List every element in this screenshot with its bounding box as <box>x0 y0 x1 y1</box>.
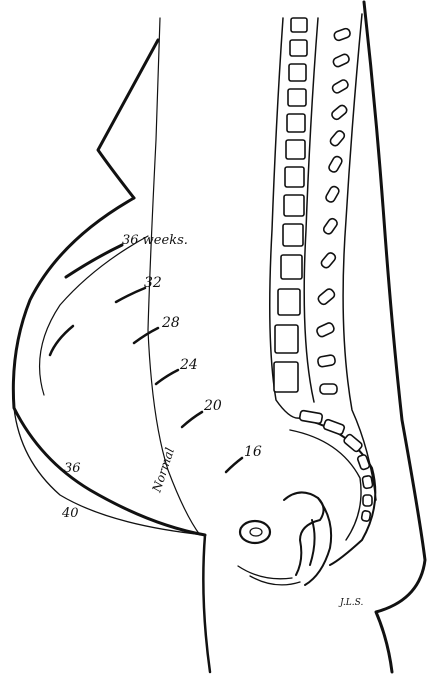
perineum-line <box>250 576 300 585</box>
sacral-1 <box>299 410 322 424</box>
process-6 <box>328 155 344 173</box>
vertebra-4 <box>288 89 306 106</box>
sacral-2 <box>323 419 345 435</box>
vertebra-5 <box>287 114 305 132</box>
process-9 <box>320 251 337 269</box>
sacral-7 <box>361 510 371 521</box>
process-12 <box>317 355 335 368</box>
process-7 <box>325 185 341 203</box>
process-1 <box>333 28 351 42</box>
vertebra-6 <box>286 140 305 159</box>
symphysis-pubis <box>240 521 270 543</box>
abdomen-outline-36-weeks <box>13 198 205 535</box>
label-28: 28 <box>161 315 180 331</box>
process-10 <box>317 287 336 306</box>
fundus-mark-28 <box>50 326 73 355</box>
fundus-mark-20 <box>182 412 202 427</box>
process-11 <box>316 322 336 338</box>
sacral-3 <box>343 433 363 452</box>
vertebra-8 <box>284 195 304 216</box>
label-lower-40: 40 <box>61 506 79 521</box>
label-36-weeks: 36 weeks. <box>122 233 188 248</box>
back-outline <box>364 2 425 672</box>
pelvic-floor <box>238 566 292 579</box>
vertebra-2 <box>290 40 307 56</box>
pubic-contour <box>203 535 210 672</box>
abdomen-outline-40-weeks <box>14 408 205 535</box>
process-13 <box>320 384 337 394</box>
process-2 <box>332 53 350 68</box>
vertebra-13 <box>274 362 298 392</box>
vertebra-10 <box>281 255 302 279</box>
uterus-outline <box>305 498 331 585</box>
process-5 <box>329 129 346 147</box>
process-3 <box>331 79 349 95</box>
label-16: 16 <box>244 444 262 460</box>
sacral-5 <box>362 475 373 488</box>
breast-outline <box>98 40 158 198</box>
process-8 <box>322 217 339 235</box>
label-32: 32 <box>144 275 162 291</box>
label-lower-36: 36 <box>64 461 81 476</box>
vertebra-1 <box>291 18 307 32</box>
sacral-6 <box>363 495 372 506</box>
label-24: 24 <box>179 357 198 373</box>
vertebra-7 <box>285 167 304 187</box>
fundus-mark-24 <box>156 370 178 384</box>
fundus-mark-32 <box>116 288 145 302</box>
sacral-segments <box>299 410 373 521</box>
process-4 <box>330 104 348 121</box>
bladder-outline <box>284 492 324 575</box>
vertebra-9 <box>283 224 303 246</box>
fundus-mark-16 <box>226 458 242 472</box>
vertebra-11 <box>278 289 300 315</box>
vertebra-3 <box>289 64 306 81</box>
label-20: 20 <box>203 398 222 414</box>
fundus-mark-28b <box>134 328 158 343</box>
artist-signature: J.L.S. <box>338 598 363 608</box>
label-normal: Normal <box>149 446 177 495</box>
symphysis-inner <box>250 528 262 536</box>
vertebra-12 <box>275 325 298 353</box>
